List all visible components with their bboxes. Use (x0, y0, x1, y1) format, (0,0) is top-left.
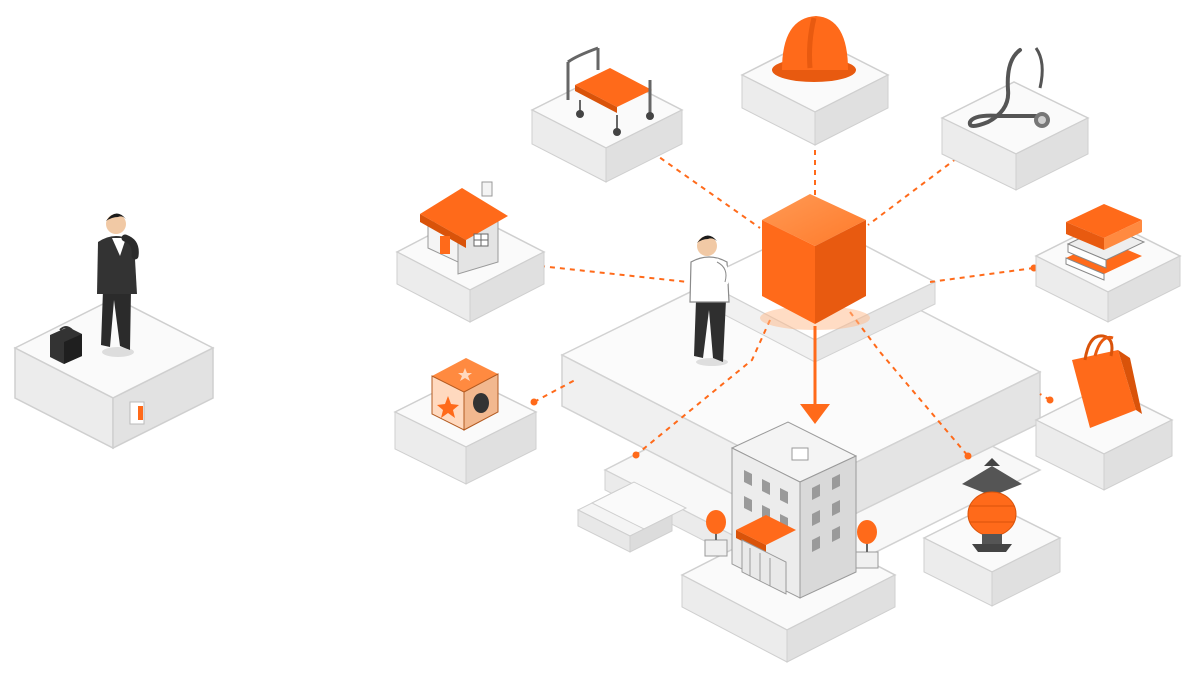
toy-block-icon (431, 358, 499, 431)
businessman-thinking-icon (689, 235, 730, 366)
connector-lantern (849, 311, 969, 457)
lantern-icon (962, 458, 1022, 552)
stethoscope-icon (967, 47, 1050, 128)
hard-hat-icon (772, 16, 856, 82)
books-icon (1065, 204, 1146, 281)
tree-right-icon (855, 520, 879, 569)
shopping-bag-icon (1072, 334, 1142, 428)
left-platform (13, 297, 215, 450)
connector-stethoscope (867, 151, 966, 226)
hospital-bed-icon (566, 46, 654, 136)
down-arrow-icon (800, 326, 830, 424)
stairs (576, 481, 688, 553)
orange-cube-icon (760, 194, 870, 330)
connector-toy-block (533, 379, 576, 403)
spoke-stethoscope (940, 81, 1090, 191)
connector-lower-left (635, 319, 771, 456)
tree-left-icon (704, 510, 728, 557)
briefcase-icon (50, 326, 82, 364)
connector-books (929, 267, 1035, 283)
connector-house (539, 265, 689, 283)
office-building-icon (730, 421, 858, 599)
house-icon (420, 181, 508, 275)
connector-hospital-bed (651, 151, 761, 229)
businessman-icon (97, 213, 139, 357)
